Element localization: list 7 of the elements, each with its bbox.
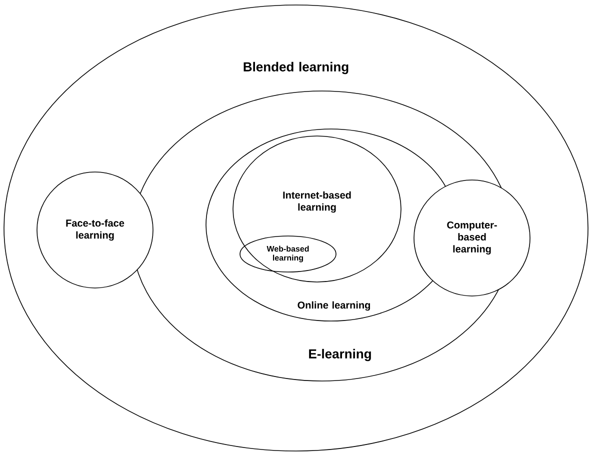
node-label: Online learning [298, 301, 370, 311]
node-label: Blended learning [244, 62, 348, 74]
node-label: Web-based learning [266, 246, 309, 262]
node-label: Computer-based learning [447, 221, 497, 255]
node-label: E-learning [309, 348, 371, 362]
node-label: Internet-based learning [283, 191, 351, 213]
node-label: Face-to-face learning [66, 219, 124, 241]
